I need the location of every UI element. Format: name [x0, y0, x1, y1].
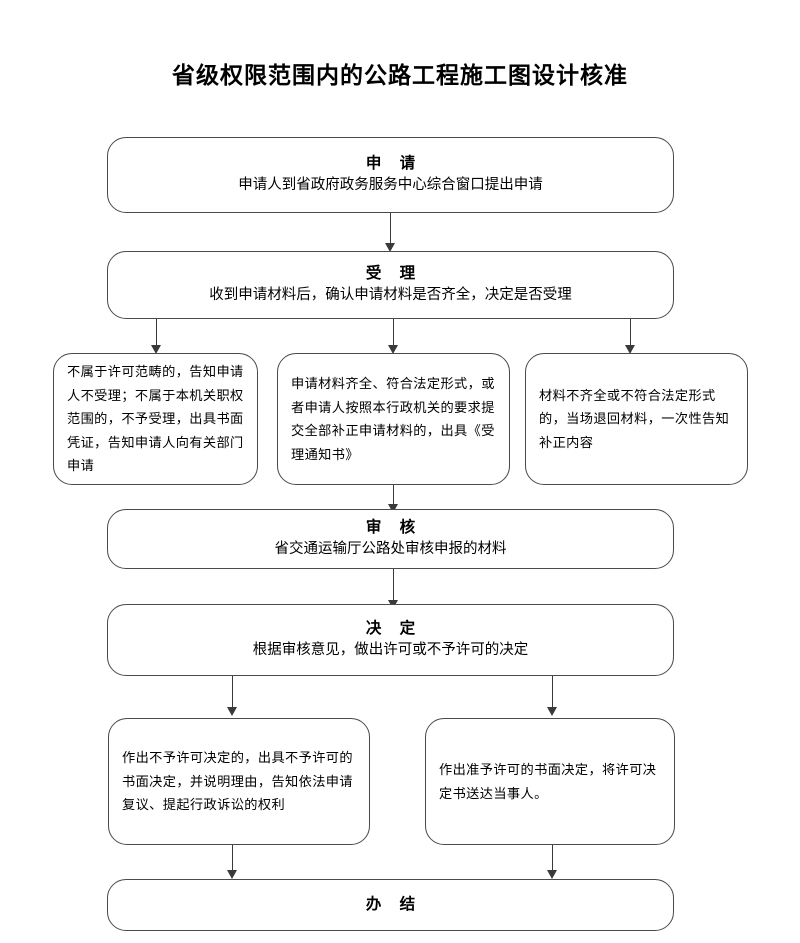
node-finish[interactable]: 办 结 — [107, 879, 674, 931]
connector-branch-right-to-finish — [552, 845, 554, 875]
node-review-body: 省交通运输厅公路处审核申报的材料 — [274, 541, 507, 558]
connector-decide-to-branch-right — [552, 676, 554, 712]
node-accept-head: 受 理 — [365, 264, 423, 282]
arrowhead-branch-mid-to-review — [388, 504, 398, 513]
arrowhead-branch-left-to-finish — [227, 870, 237, 879]
arrowhead-accept-to-branch-left — [151, 345, 161, 354]
arrowhead-branch-right-to-finish — [547, 870, 557, 879]
node-decide-branch-left[interactable]: 作出不予许可决定的，出具不予许可的书面决定，并说明理由，告知依法申请复议、提起行… — [108, 718, 370, 845]
node-apply-body: 申请人到省政府政务服务中心综合窗口提出申请 — [238, 177, 543, 194]
node-accept[interactable]: 受 理 收到申请材料后，确认申请材料是否齐全，决定是否受理 — [107, 251, 674, 319]
node-review[interactable]: 审 核 省交通运输厅公路处审核申报的材料 — [107, 509, 674, 569]
connector-accept-to-branch-mid — [393, 319, 395, 349]
arrowhead-accept-to-branch-mid — [388, 345, 398, 354]
connector-accept-to-branch-left — [156, 319, 158, 349]
node-decide-branch-left-text: 作出不予许可决定的，出具不予许可的书面决定，并说明理由，告知依法申请复议、提起行… — [122, 750, 353, 813]
node-accept-branch-left[interactable]: 不属于许可范畴的，告知申请人不受理；不属于本机关职权范围的，不予受理，出具书面凭… — [53, 353, 258, 485]
node-review-head: 审 核 — [365, 518, 423, 536]
connector-apply-to-accept — [390, 213, 392, 247]
node-accept-branch-mid-text: 申请材料齐全、符合法定形式，或者申请人按照本行政机关的要求提交全部补正申请材料的… — [291, 376, 495, 462]
node-finish-head: 办 结 — [365, 895, 423, 913]
arrowhead-decide-to-branch-right — [547, 707, 557, 716]
arrowhead-decide-to-branch-left — [227, 707, 237, 716]
node-apply[interactable]: 申 请 申请人到省政府政务服务中心综合窗口提出申请 — [107, 137, 674, 213]
node-accept-branch-mid[interactable]: 申请材料齐全、符合法定形式，或者申请人按照本行政机关的要求提交全部补正申请材料的… — [277, 353, 510, 485]
arrowhead-apply-to-accept — [385, 243, 395, 252]
node-decide[interactable]: 决 定 根据审核意见，做出许可或不予许可的决定 — [107, 604, 674, 676]
node-decide-branch-right-text: 作出准予许可的书面决定，将许可决定书送达当事人。 — [439, 762, 657, 801]
node-decide-branch-right[interactable]: 作出准予许可的书面决定，将许可决定书送达当事人。 — [425, 718, 675, 845]
connector-branch-left-to-finish — [232, 845, 234, 875]
node-decide-head: 决 定 — [365, 619, 423, 637]
connector-branch-mid-to-review — [393, 485, 395, 509]
node-accept-branch-right[interactable]: 材料不齐全或不符合法定形式的，当场退回材料，一次性告知补正内容 — [525, 353, 748, 485]
node-accept-branch-left-text: 不属于许可范畴的，告知申请人不受理；不属于本机关职权范围的，不予受理，出具书面凭… — [67, 364, 244, 474]
page-title: 省级权限范围内的公路工程施工图设计核准 — [172, 62, 628, 88]
node-accept-body: 收到申请材料后，确认申请材料是否齐全，决定是否受理 — [209, 287, 572, 304]
node-decide-body: 根据审核意见，做出许可或不予许可的决定 — [252, 642, 529, 659]
connector-decide-to-branch-left — [232, 676, 234, 712]
connector-accept-to-branch-right — [630, 319, 632, 349]
node-apply-head: 申 请 — [365, 154, 423, 172]
node-accept-branch-right-text: 材料不齐全或不符合法定形式的，当场退回材料，一次性告知补正内容 — [539, 387, 730, 450]
arrowhead-accept-to-branch-right — [625, 345, 635, 354]
connector-review-to-decide — [393, 569, 395, 605]
